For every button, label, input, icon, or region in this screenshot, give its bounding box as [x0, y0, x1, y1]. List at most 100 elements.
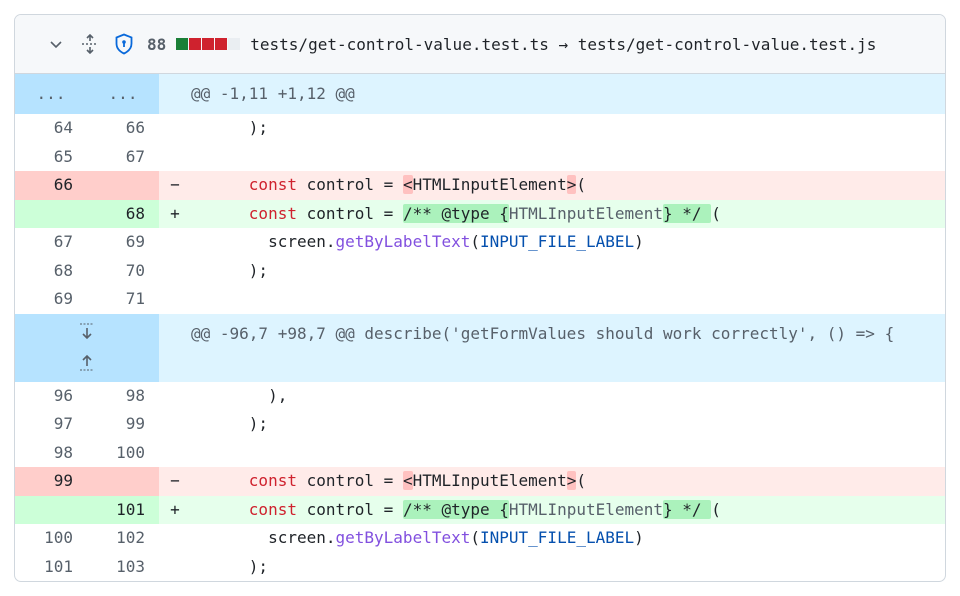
code-token: ( [576, 471, 586, 490]
diff-marker [159, 114, 191, 143]
new-line-number[interactable]: 101 [87, 495, 159, 524]
expand-gutter[interactable] [15, 313, 159, 382]
changes-count: 88 [147, 34, 167, 54]
old-line-number[interactable]: 67 [53, 232, 73, 251]
code-line: screen.getByLabelText(INPUT_FILE_LABEL) [191, 524, 945, 553]
code-token: const [248, 499, 297, 519]
code-token: ( [711, 203, 721, 223]
diffstat-block-del [189, 38, 202, 50]
diffstat-block-add [176, 38, 189, 50]
code-line: ); [191, 553, 945, 582]
code-line: ); [191, 114, 945, 143]
new-line-number[interactable]: 99 [125, 414, 145, 433]
new-line-number[interactable]: 102 [116, 528, 145, 547]
code-token: ) [634, 232, 644, 251]
code-token: HTMLInputElement [508, 499, 664, 519]
code-token: ); [191, 556, 269, 576]
diffstat-block-del [202, 38, 215, 50]
code-token: HTMLInputElement [508, 203, 664, 223]
old-line-number[interactable]: 69 [53, 289, 73, 308]
code-token: const [248, 203, 297, 223]
old-line-number[interactable] [15, 495, 87, 524]
new-line-number[interactable]: 68 [87, 199, 159, 228]
code-line: const control = /** @type {HTMLInputElem… [191, 200, 945, 229]
code-token: control = [296, 471, 403, 490]
expand-down-gutter[interactable]: ... [87, 74, 159, 114]
code-token: > [566, 175, 577, 194]
diff-line-ctx: 64 66 ); [15, 114, 945, 143]
diff-marker: + [170, 499, 180, 519]
file-header: 88 tests/get-control-value.test.ts → tes… [15, 15, 945, 74]
code-token: ); [191, 414, 269, 433]
code-token: } */ [663, 499, 712, 519]
unfold-icon[interactable] [79, 33, 101, 55]
old-line-number[interactable] [15, 199, 87, 228]
diff-marker [159, 553, 191, 582]
new-line-number[interactable] [87, 467, 159, 496]
code-line: ); [191, 410, 945, 439]
diff-marker [159, 285, 191, 314]
code-token: ( [470, 232, 480, 251]
shield-lock-icon[interactable] [113, 33, 135, 55]
old-line-number[interactable]: 97 [53, 414, 73, 433]
code-token: < [402, 175, 413, 194]
old-line-number[interactable]: 98 [53, 442, 73, 462]
code-token: screen. [191, 232, 336, 251]
diff-marker [159, 228, 191, 257]
expand-up-gutter[interactable]: ... [15, 74, 87, 114]
diffstat [176, 38, 241, 50]
chevron-down-icon[interactable] [45, 33, 67, 55]
code-line [191, 285, 945, 314]
code-line: const control = <HTMLInputElement>( [191, 171, 945, 200]
new-line-number[interactable]: 98 [125, 385, 145, 405]
code-token [191, 204, 249, 223]
code-token: > [566, 471, 577, 490]
expand-down-icon[interactable] [15, 322, 159, 348]
code-token: INPUT_FILE_LABEL [480, 232, 635, 251]
old-line-number[interactable]: 100 [44, 528, 73, 547]
diff-line-add: 68 + const control = /** @type {HTMLInput… [15, 199, 945, 229]
new-line-number[interactable]: 70 [125, 260, 145, 280]
diff-file: 88 tests/get-control-value.test.ts → tes… [14, 14, 946, 582]
new-line-number[interactable] [87, 171, 159, 200]
code-token: /** @type { [402, 203, 509, 223]
diff-marker: − [170, 471, 180, 490]
expand-up-icon[interactable] [15, 350, 159, 376]
code-token [191, 175, 249, 194]
code-token: screen. [191, 528, 336, 547]
file-path[interactable]: tests/get-control-value.test.ts → tests/… [250, 34, 877, 54]
diff-marker: − [170, 175, 180, 194]
old-line-number[interactable]: 66 [15, 171, 87, 200]
code-token: ( [711, 499, 721, 519]
new-line-number[interactable]: 71 [125, 289, 145, 308]
code-line: ), [191, 382, 945, 411]
diff-line-ctx: 97 99 ); [15, 410, 945, 439]
diff-marker [159, 439, 191, 468]
diff-line-del: 66 − const control = <HTMLInputElement>( [15, 171, 945, 200]
code-token: HTMLInputElement [412, 175, 567, 194]
diff-line-add: 101+ const control = /** @type {HTMLInpu… [15, 495, 945, 524]
code-token: ( [470, 528, 480, 547]
code-token [191, 471, 249, 490]
diff-marker [159, 524, 191, 553]
code-token: ( [576, 175, 586, 194]
code-line: ); [191, 257, 945, 286]
new-line-number[interactable]: 69 [125, 232, 145, 251]
old-line-number[interactable]: 68 [53, 260, 73, 280]
new-line-number[interactable]: 66 [125, 118, 145, 137]
hunk-header-text: @@ -1,11 +1,12 @@ [191, 84, 355, 103]
old-line-number[interactable]: 96 [53, 385, 73, 405]
old-line-number[interactable]: 64 [53, 118, 73, 137]
new-line-number[interactable]: 103 [116, 556, 145, 576]
old-line-number[interactable]: 101 [44, 556, 73, 576]
diff-marker: + [170, 203, 180, 223]
old-line-number[interactable]: 65 [53, 146, 73, 166]
new-line-number[interactable]: 67 [125, 146, 145, 166]
code-token: control = [296, 203, 403, 223]
old-line-number[interactable]: 99 [15, 467, 87, 496]
diff-marker [159, 410, 191, 439]
code-token: ), [191, 385, 288, 405]
new-line-number[interactable]: 100 [116, 442, 145, 462]
code-token: ); [191, 260, 269, 280]
diff-line-ctx: 69 71 [15, 285, 945, 314]
